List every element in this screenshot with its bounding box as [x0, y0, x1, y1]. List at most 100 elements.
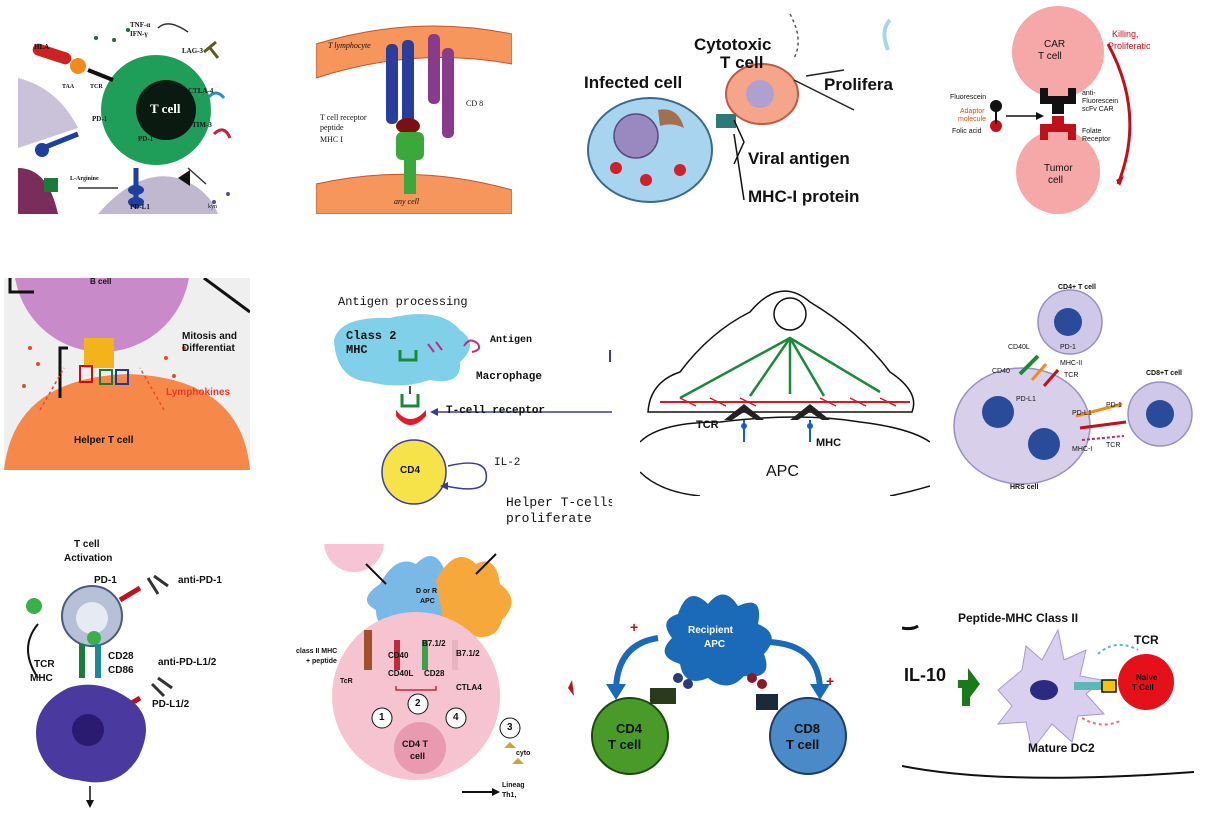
tcr-mhc-diagram: [316, 25, 512, 214]
label-pd1-cd8: PD-1: [1106, 402, 1122, 409]
label-hla: HLA: [34, 43, 50, 51]
label-tcr: TCR: [696, 419, 719, 431]
label-anti-fluorescein: Fluorescein: [1082, 98, 1119, 105]
label-pd-l1-2: PD-L1/2: [152, 699, 190, 710]
helper-b-cell-diagram: [4, 278, 250, 470]
label-hrs-cell: HRS cell: [1010, 484, 1039, 491]
label-cd40l: CD40L: [1008, 344, 1030, 351]
label-mhc: MHC: [816, 437, 842, 449]
label-tcr: TcR: [340, 678, 353, 685]
label-il-2: IL-2: [494, 457, 521, 469]
label-cd4: CD4: [616, 721, 643, 736]
label-t-cell: T cell: [720, 53, 764, 72]
label-any-cell: any cell: [394, 197, 420, 206]
panel-pd1-checkpoint-blockade: T cell Activation PD-1 anti-PD-1 TCR MHC…: [8, 528, 244, 810]
label-anti-pd-l1-2: anti-PD-L1/2: [158, 657, 217, 668]
label-ctla4: CTLA4: [456, 683, 482, 692]
recipient-apc-diagram: [568, 594, 847, 775]
label-pd1-bottom: PD-1: [138, 135, 154, 143]
label-cytotoxic: Cytotoxic: [694, 35, 772, 54]
label-peptide-mhc-class-ii: Peptide-MHC Class II: [958, 611, 1079, 625]
label-cd4-t: CD4 T: [402, 739, 429, 749]
label-lymphokines: Lymphokines: [166, 387, 231, 398]
label-cd8-t-cell: CD8+T cell: [1146, 370, 1182, 377]
label-step-3: 3: [507, 722, 513, 733]
panel-car-t-cell: CAR T cell Killing, Proliferation Fluore…: [940, 4, 1150, 216]
label-plus-right: +: [826, 673, 835, 689]
label-tcr: TCR: [34, 659, 55, 670]
panel-tcr-mhc-cd8: T lymphocyte CD 8 T cell receptor peptid…: [316, 14, 512, 214]
hrs-cell-diagram: [953, 289, 1193, 485]
label-t-cell: T cell: [1038, 51, 1062, 62]
label-step-2: 2: [415, 698, 421, 709]
label-mhc-i-protein: MHC-I protein: [748, 187, 860, 206]
label-step-1: 1: [379, 712, 385, 723]
label-tnf: TNF-α: [130, 21, 151, 29]
label-mhc-i: MHC-I: [1072, 446, 1093, 453]
panel-t-cell-checkpoints: HLA TAA TCR TNF-α IFN-γ LAG-3 CTLA-4 TIM…: [18, 18, 244, 214]
t-cell-checkpoint-diagram: [18, 23, 232, 214]
label-t-cell: T cell: [74, 539, 100, 550]
label-cd40: CD40: [388, 651, 409, 660]
label-activation: Activation: [64, 553, 113, 564]
label-proliferate: proliferate: [506, 511, 592, 526]
label-tcr-cd8: TCR: [1106, 442, 1121, 449]
label-helper-t-cell: Helper T cell: [74, 435, 134, 446]
label-cd4-t-cell: CD4+ T cell: [1058, 284, 1096, 291]
label-plus-left: +: [630, 619, 639, 635]
panel-recipient-apc: Recipient APC CD4 T cell CD8 T cell + +: [568, 584, 858, 780]
label-cd40l: CD40L: [388, 669, 414, 678]
label-apc: APC: [704, 639, 726, 650]
label-proliferation: Proliferation: [1108, 41, 1150, 51]
label-apc: APC: [420, 598, 435, 605]
label-tcr: TCR: [90, 84, 103, 90]
label-t-cell: T cell: [150, 101, 181, 116]
label-cd8: CD 8: [466, 99, 484, 108]
label-l-arginine: L-Arginine: [70, 176, 99, 182]
label-mhc-i: MHC I: [320, 135, 343, 144]
car-t-diagram: [990, 6, 1132, 214]
panel-hrs-cell-interactions: CD4+ T cell CD8+T cell CD40L CD40 PD-1 M…: [946, 276, 1210, 498]
panel-cytotoxic-t-cell: Cytotoxic T cell Infected cell Prolifera…: [584, 10, 896, 214]
label-pd-l1-lower: PD-L1: [1072, 410, 1092, 417]
label-naive: Naive: [1136, 673, 1158, 682]
label-cd40: CD40: [992, 368, 1010, 375]
label-kyn: kyn: [208, 204, 217, 210]
label-macrophage: Macrophage: [476, 371, 543, 383]
label-infected-cell: Infected cell: [584, 73, 683, 92]
label-d-or-r: D or R: [416, 588, 437, 595]
label-ifn: IFN-γ: [130, 30, 148, 38]
label-mhc: MHC: [346, 343, 368, 357]
label-tim3: TIM-3: [192, 121, 212, 129]
label-differentiation: Differentiat: [182, 343, 235, 354]
label-th1: Th1,: [502, 792, 517, 799]
label-lineage: Lineag: [502, 782, 525, 789]
label-antigen: Antigen: [490, 335, 533, 346]
label-ctla4: CTLA-4: [188, 87, 214, 95]
label-pd1-cd4: PD-1: [1060, 344, 1076, 351]
label-cd8: CD8: [794, 721, 821, 736]
label-peptide: peptide: [320, 123, 344, 132]
mature-dc2-diagram: [902, 624, 1194, 779]
label-tumor: Tumor: [1044, 163, 1073, 174]
panel-helper-t-cell-b-cell: B cell Mitosis and Differentiat Lymphoki…: [4, 278, 250, 470]
label-cd28: CD28: [424, 669, 445, 678]
label-pd-l1: PD-L1: [130, 203, 150, 211]
label-step-4: 4: [453, 712, 459, 723]
label-cell: cell: [1048, 175, 1064, 186]
label-tcr-cd4: TCR: [1064, 372, 1079, 379]
label-t-lymphocyte: T lymphocyte: [328, 41, 371, 50]
label-cd4: CD4: [400, 465, 421, 476]
label-folate: Folate: [1082, 128, 1102, 135]
label-class-ii-mhc: class II MHC: [296, 648, 338, 655]
label-t-cell-cd4: T cell: [608, 737, 642, 752]
pd1-blockade-diagram: [26, 574, 173, 808]
label-mhc-ii: MHC-II: [1060, 360, 1083, 367]
panel-tcr-apc-synapse: TCR MHC APC: [640, 272, 930, 496]
label-b-cell: B cell: [90, 278, 112, 286]
label-cyto: cyto: [516, 750, 531, 757]
label-class-2: Class 2: [346, 329, 397, 343]
apc-synapse-diagram: [640, 290, 930, 496]
infected-cell-diagram: [587, 13, 892, 203]
label-viral-antigen: Viral antigen: [748, 149, 850, 168]
